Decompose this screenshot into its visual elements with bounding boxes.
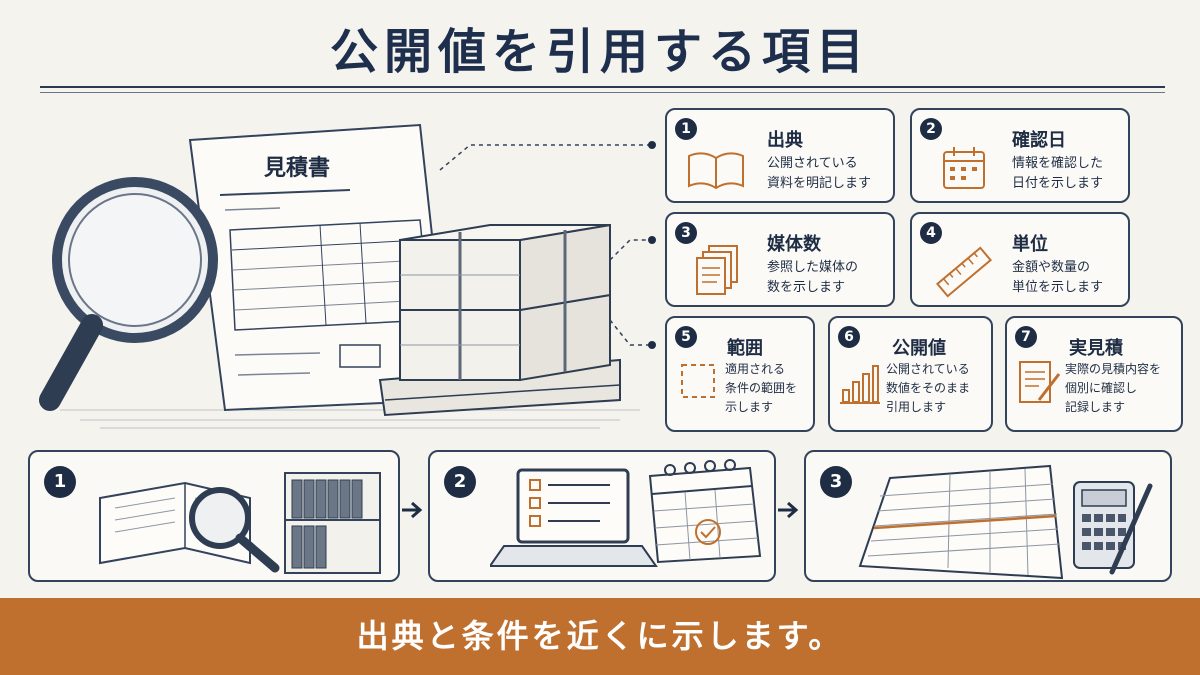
card-description: 実際の見積内容を 個別に確認し 記録します [1065, 362, 1162, 414]
magnifier-icon [39, 177, 218, 411]
card-title: 実見積 [1069, 338, 1123, 359]
card-range: 5 範囲 適用される 条件の範囲を 示します [665, 316, 815, 432]
calendar-icon [943, 147, 985, 189]
card-title: 公開値 [892, 338, 946, 359]
document-title: 見積書 [264, 155, 331, 181]
card-media-count: 3 媒体数 参照した媒体の 数を示します [665, 212, 895, 307]
dashed-square-icon [681, 364, 715, 398]
bottom-banner [0, 598, 1200, 675]
pallet-boxes-icon [378, 223, 621, 417]
page-title: 公開値を引用する項目 [329, 24, 870, 80]
step-panel-1: 1 [28, 450, 400, 582]
spreadsheet-calculator-icon [858, 464, 1153, 580]
card-number: 1 [675, 118, 697, 140]
documents-stack-icon [696, 245, 738, 295]
card-number: 3 [675, 222, 697, 244]
card-description: 金額や数量の 単位を示します [1012, 260, 1104, 295]
card-title: 媒体数 [767, 234, 821, 255]
step-number: 2 [444, 466, 476, 498]
step-panel-3: 3 [804, 450, 1172, 582]
research-books-icon [99, 472, 381, 574]
card-description: 情報を確認した 日付を示します [1012, 156, 1104, 191]
card-title: 単位 [1012, 234, 1048, 255]
card-actual-estimate: 7 実見積 実際の見積内容を 個別に確認し 記録します [1005, 316, 1183, 432]
card-number: 4 [920, 222, 942, 244]
bar-chart-icon [840, 365, 880, 404]
card-public-value: 6 公開値 公開されている 数値をそのまま 引用します [828, 316, 993, 432]
laptop-calendar-icon [490, 459, 762, 567]
card-number: 6 [838, 326, 860, 348]
ruler-icon [935, 246, 993, 298]
arrow-right-icon [402, 501, 423, 519]
estimate-illustration [39, 123, 656, 429]
card-number: 5 [675, 326, 697, 348]
book-icon [688, 152, 744, 190]
title-divider-thin [40, 92, 1165, 93]
card-description: 公開されている 数値をそのまま 引用します [886, 362, 971, 414]
card-number: 7 [1015, 326, 1037, 348]
card-confirmation-date: 2 確認日 情報を確認した 日付を示します [910, 108, 1130, 203]
card-number: 2 [920, 118, 942, 140]
card-description: 適用される 条件の範囲を 示します [725, 362, 798, 414]
card-title: 範囲 [727, 338, 763, 359]
card-title: 出典 [767, 130, 803, 151]
title-divider [40, 86, 1165, 88]
card-unit: 4 単位 金額や数量の 単位を示します [910, 212, 1130, 307]
card-description: 公開されている 資料を明記します [767, 156, 872, 191]
arrow-right-icon [778, 501, 799, 519]
card-title: 確認日 [1012, 130, 1066, 151]
card-source: 1 出典 公開されている 資料を明記します [665, 108, 895, 203]
step-number: 1 [44, 466, 76, 498]
document-pencil-icon [1019, 361, 1061, 403]
step-number: 3 [820, 466, 852, 498]
card-description: 参照した媒体の 数を示します [767, 260, 859, 295]
banner-text: 出典と条件を近くに示します。 [356, 617, 844, 655]
step-panel-2: 2 [428, 450, 776, 582]
